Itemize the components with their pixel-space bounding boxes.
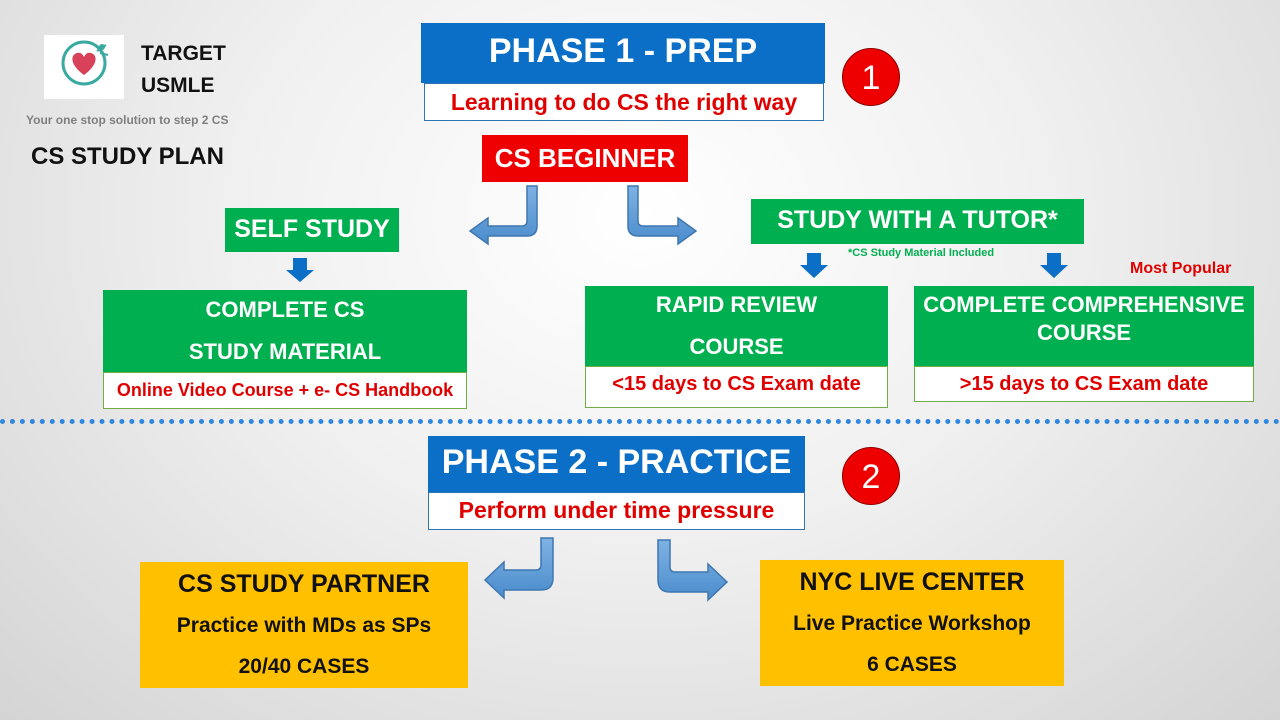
cs-study-partner-box: CS STUDY PARTNER Practice with MDs as SP… — [140, 562, 468, 688]
phase2-number-badge: 2 — [842, 447, 900, 505]
partner-title: CS STUDY PARTNER — [178, 570, 430, 598]
bent-arrow-right-phase2 — [657, 539, 729, 602]
brand-line-1: TARGET — [141, 42, 226, 65]
brand-name: TARGET USMLE — [141, 38, 226, 102]
phase2-title: PHASE 2 - PRACTICE — [428, 436, 805, 492]
complete-comprehensive-course-box: COMPLETE COMPREHENSIVE COURSE — [914, 286, 1254, 366]
heart-logo-icon — [61, 40, 109, 86]
most-popular-tag: Most Popular — [1130, 260, 1232, 277]
nyc-title: NYC LIVE CENTER — [799, 568, 1025, 596]
phase2-subtitle: Perform under time pressure — [428, 492, 805, 530]
cs-beginner-box: CS BEGINNER — [482, 135, 688, 182]
rapid-note: <15 days to CS Exam date — [585, 366, 888, 408]
tagline: Your one stop solution to step 2 CS — [26, 113, 229, 127]
self-study-note: Online Video Course + e- CS Handbook — [103, 372, 467, 409]
phase1-subtitle: Learning to do CS the right way — [424, 83, 824, 121]
brand-line-2: USMLE — [141, 74, 215, 97]
comprehensive-note: >15 days to CS Exam date — [914, 366, 1254, 402]
nyc-line-2: Live Practice Workshop — [793, 612, 1031, 635]
rapid-line-2: COURSE — [689, 334, 784, 359]
down-arrow-rapid — [800, 253, 828, 278]
comprehensive-line-1: COMPLETE COMPREHENSIVE — [923, 292, 1245, 317]
bent-arrow-right-phase1 — [627, 185, 698, 246]
partner-line-2: Practice with MDs as SPs — [176, 614, 432, 637]
rapid-line-1: RAPID REVIEW — [655, 292, 818, 317]
down-arrow-comprehensive — [1040, 253, 1068, 278]
rapid-review-course-box: RAPID REVIEW COURSE — [585, 286, 888, 366]
complete-cs-study-material-box: COMPLETE CS STUDY MATERIAL — [103, 290, 467, 372]
comprehensive-line-2: COURSE — [1036, 320, 1132, 345]
nyc-line-3: 6 CASES — [867, 653, 957, 676]
down-arrow-self-study — [286, 258, 314, 282]
phase1-title: PHASE 1 - PREP — [421, 23, 825, 83]
logo — [44, 35, 124, 99]
partner-line-3: 20/40 CASES — [238, 655, 370, 678]
study-with-tutor-label: STUDY WITH A TUTOR* — [751, 199, 1084, 244]
bent-arrow-left-phase1 — [468, 185, 538, 246]
self-study-box-line-1: COMPLETE CS — [205, 297, 365, 322]
phase-divider — [0, 419, 1280, 424]
phase1-number-badge: 1 — [842, 48, 900, 106]
nyc-live-center-box: NYC LIVE CENTER Live Practice Workshop 6… — [760, 560, 1064, 686]
tutor-footnote: *CS Study Material Included — [848, 247, 995, 259]
plan-title: CS STUDY PLAN — [31, 143, 224, 170]
self-study-box-line-2: STUDY MATERIAL — [188, 339, 382, 364]
self-study-label: SELF STUDY — [225, 208, 399, 252]
bent-arrow-left-phase2 — [483, 537, 554, 600]
